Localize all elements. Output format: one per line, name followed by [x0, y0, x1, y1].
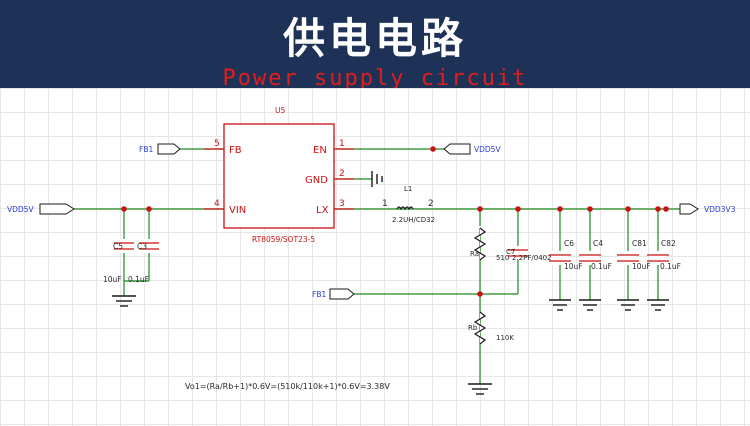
- net-label-fb-top: FB1: [139, 145, 153, 154]
- c7-value: 2.2PF/0402: [512, 254, 552, 262]
- page-subtitle: Power supply circuit: [222, 66, 528, 91]
- ra-value: 510K: [496, 254, 514, 262]
- flag-fb-top: [157, 143, 181, 155]
- resistor-ra: [473, 226, 487, 261]
- inductor-pin2: 2: [428, 199, 434, 209]
- flag-fb-mid: [329, 288, 355, 300]
- pin-num-en: 1: [339, 139, 345, 149]
- schematic-sheet: [0, 88, 750, 426]
- flag-vdd3v3: [679, 203, 699, 215]
- pin-num-vin: 4: [214, 199, 220, 209]
- gnd-symbols-output: [549, 299, 669, 311]
- ic-u5: U5 RT8059/SOT23-5 5 FB 4 VIN 1 EN 2 GND …: [204, 106, 354, 244]
- capacitor-c5: [114, 239, 134, 253]
- c5-value: 10uF: [103, 275, 122, 284]
- gnd-symbol-ic: [371, 171, 383, 187]
- c81-value: 10uF: [632, 262, 651, 271]
- ra-ref: Ra: [470, 250, 479, 258]
- capacitor-c82: [647, 251, 669, 265]
- c82-ref: C82: [661, 239, 676, 248]
- rb-ref: Rb: [468, 324, 478, 332]
- capacitor-c81: [617, 251, 639, 265]
- page-title: 供电电路: [282, 14, 467, 63]
- c7-ref: C7: [506, 248, 515, 256]
- c82-value: 0.1uF: [660, 262, 681, 271]
- inductor-l1: L1 1 2 2.2UH/CD32: [382, 185, 435, 224]
- vout-formula: Vo1=(Ra/Rb+1)*0.6V=(510k/110k+1)*0.6V=3.…: [185, 382, 390, 391]
- c4-value: 0.1uF: [591, 262, 612, 271]
- gnd-symbol-divider: [468, 383, 492, 395]
- net-flags: [39, 143, 699, 300]
- capacitor-c3: [139, 239, 159, 253]
- flag-vdd5v-in: [39, 203, 75, 215]
- pin-num-fb: 5: [214, 139, 220, 149]
- pin-name-en: EN: [313, 145, 327, 156]
- c3-ref: C3: [137, 242, 147, 251]
- pin-num-lx: 3: [339, 199, 345, 209]
- inductor-value: 2.2UH/CD32: [392, 216, 435, 224]
- title-banner: 供电电路 Power supply circuit: [0, 0, 750, 91]
- capacitor-c7: [508, 246, 528, 260]
- wires: [74, 148, 680, 384]
- capacitor-c4: [579, 251, 601, 265]
- c81-ref: C81: [632, 239, 647, 248]
- gnd-symbol-input: [112, 295, 136, 307]
- c3-value: 0.1uF: [128, 275, 149, 284]
- c6-value: 10uF: [564, 262, 583, 271]
- capacitor-c6: [549, 251, 571, 265]
- inductor-pin1: 1: [382, 199, 388, 209]
- pin-num-gnd: 2: [339, 169, 345, 179]
- net-label-vdd5v-en: VDD5V: [474, 145, 501, 154]
- junction-dots: [121, 146, 669, 297]
- net-label-fb-mid: FB1: [312, 290, 326, 299]
- resistor-rb: [473, 311, 487, 345]
- net-label-vdd5v-in: VDD5V: [7, 205, 34, 214]
- pin-name-fb: FB: [229, 145, 242, 156]
- c5-ref: C5: [113, 242, 123, 251]
- flag-vdd5v-en: [443, 143, 471, 155]
- c4-ref: C4: [593, 239, 603, 248]
- ic-ref: U5: [275, 106, 285, 115]
- net-label-vdd3v3: VDD3V3: [704, 205, 736, 214]
- ic-body: [223, 123, 335, 229]
- c6-ref: C6: [564, 239, 574, 248]
- pin-name-vin: VIN: [229, 205, 246, 216]
- rb-value: 110K: [496, 334, 514, 342]
- pin-name-lx: LX: [316, 205, 329, 216]
- pin-name-gnd: GND: [305, 175, 328, 186]
- ic-part: RT8059/SOT23-5: [252, 235, 315, 244]
- inductor-ref: L1: [404, 185, 412, 193]
